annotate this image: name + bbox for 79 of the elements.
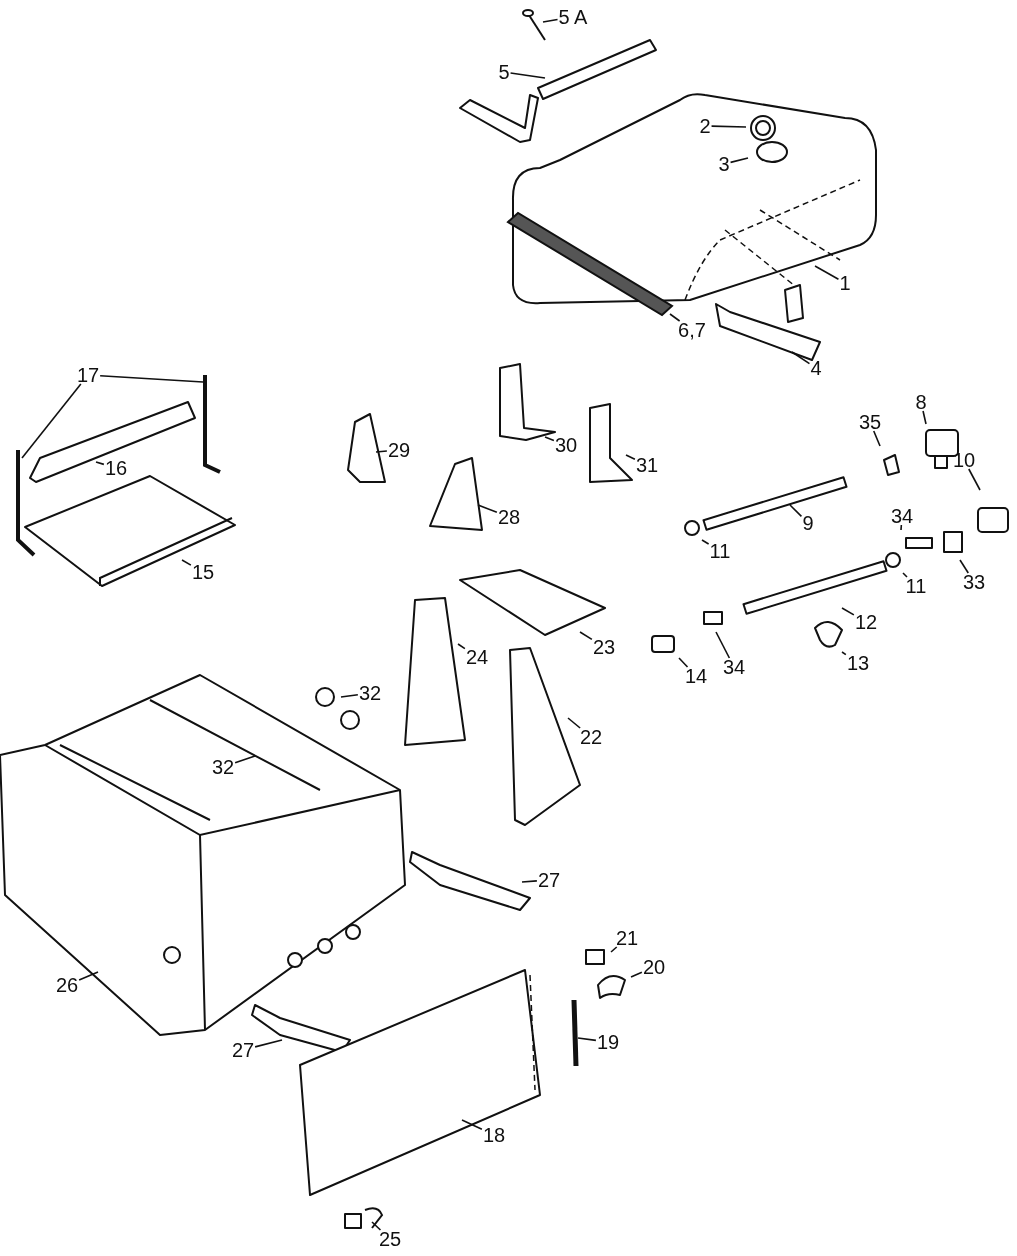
callout-number: 32: [358, 682, 382, 704]
leader-line: [340, 693, 359, 698]
callout-number: 2: [699, 115, 711, 137]
callout-number: 16: [104, 457, 128, 479]
leader-line: [710, 125, 747, 128]
callout-number: 14: [684, 665, 708, 687]
callout-number: 26: [55, 974, 79, 996]
callout-number: 20: [642, 956, 666, 978]
leader-line: [254, 1039, 283, 1048]
callout-number: 28: [497, 506, 521, 528]
leader-line: [630, 971, 643, 978]
leader-line: [181, 559, 192, 566]
leader-line: [841, 607, 855, 616]
leader-line: [234, 755, 256, 764]
callout-number: 29: [387, 439, 411, 461]
leader-line: [610, 946, 618, 953]
callout-number: 27: [537, 869, 561, 891]
callout-number: 21: [615, 927, 639, 949]
leader-line: [544, 436, 555, 442]
callout-number: 19: [596, 1031, 620, 1053]
leader-line: [99, 374, 204, 383]
callout-number: 33: [962, 571, 986, 593]
callout-number: 11: [905, 575, 927, 597]
leader-line: [625, 454, 636, 461]
callout-number: 8: [915, 391, 927, 413]
leader-line: [95, 461, 105, 466]
callout-number: 15: [191, 561, 215, 583]
leader-line: [567, 717, 581, 729]
callout-number: 4: [810, 357, 822, 379]
callout-number: 10: [952, 449, 976, 471]
callout-number: 34: [890, 505, 914, 527]
leader-line: [669, 313, 681, 322]
callout-number: 27: [231, 1039, 255, 1061]
callout-number: 32: [211, 756, 235, 778]
leader-line: [729, 157, 749, 164]
leader-line: [579, 631, 593, 641]
leader-line: [814, 265, 840, 281]
leader-line: [902, 572, 908, 578]
leader-line: [841, 651, 847, 656]
leader-line: [21, 383, 82, 459]
callout-number: 5: [498, 61, 510, 83]
callout-number: 25: [378, 1228, 402, 1250]
leader-line: [78, 971, 99, 981]
callout-number: 12: [854, 611, 878, 633]
leader-line: [701, 539, 710, 545]
leader-line: [542, 18, 559, 23]
leader-line: [521, 880, 538, 883]
callout-number: 23: [592, 636, 616, 658]
leader-line: [715, 631, 731, 659]
leader-line: [872, 430, 881, 447]
callout-number: 17: [76, 364, 100, 386]
leader-line: [371, 1221, 382, 1231]
leader-line: [678, 657, 689, 668]
leader-line: [577, 1037, 597, 1042]
leader-line: [900, 524, 903, 531]
callout-number: 22: [579, 726, 603, 748]
callout-number: 34: [722, 656, 746, 678]
leader-line: [791, 351, 811, 365]
leader-line: [509, 72, 546, 79]
callout-number: 31: [635, 454, 659, 476]
callout-number: 18: [482, 1124, 506, 1146]
leader-line: [375, 450, 388, 453]
leader-line: [922, 410, 927, 425]
leader-line: [968, 468, 981, 491]
callout-number: 9: [802, 512, 814, 534]
leader-line: [457, 643, 466, 650]
callout-number: 5 A: [558, 6, 588, 28]
leader-line: [789, 504, 803, 518]
leader-line: [461, 1119, 483, 1131]
callout-number: 11: [709, 540, 731, 562]
leader-line: [477, 504, 498, 514]
callout-number: 24: [465, 646, 489, 668]
callout-number: 3: [718, 153, 730, 175]
callout-number: 6,7: [678, 319, 706, 341]
callout-number: 30: [554, 434, 578, 456]
callout-number: 35: [858, 411, 882, 433]
leader-line: [959, 559, 970, 574]
callout-number: 13: [846, 652, 870, 674]
callout-number: 1: [839, 272, 851, 294]
